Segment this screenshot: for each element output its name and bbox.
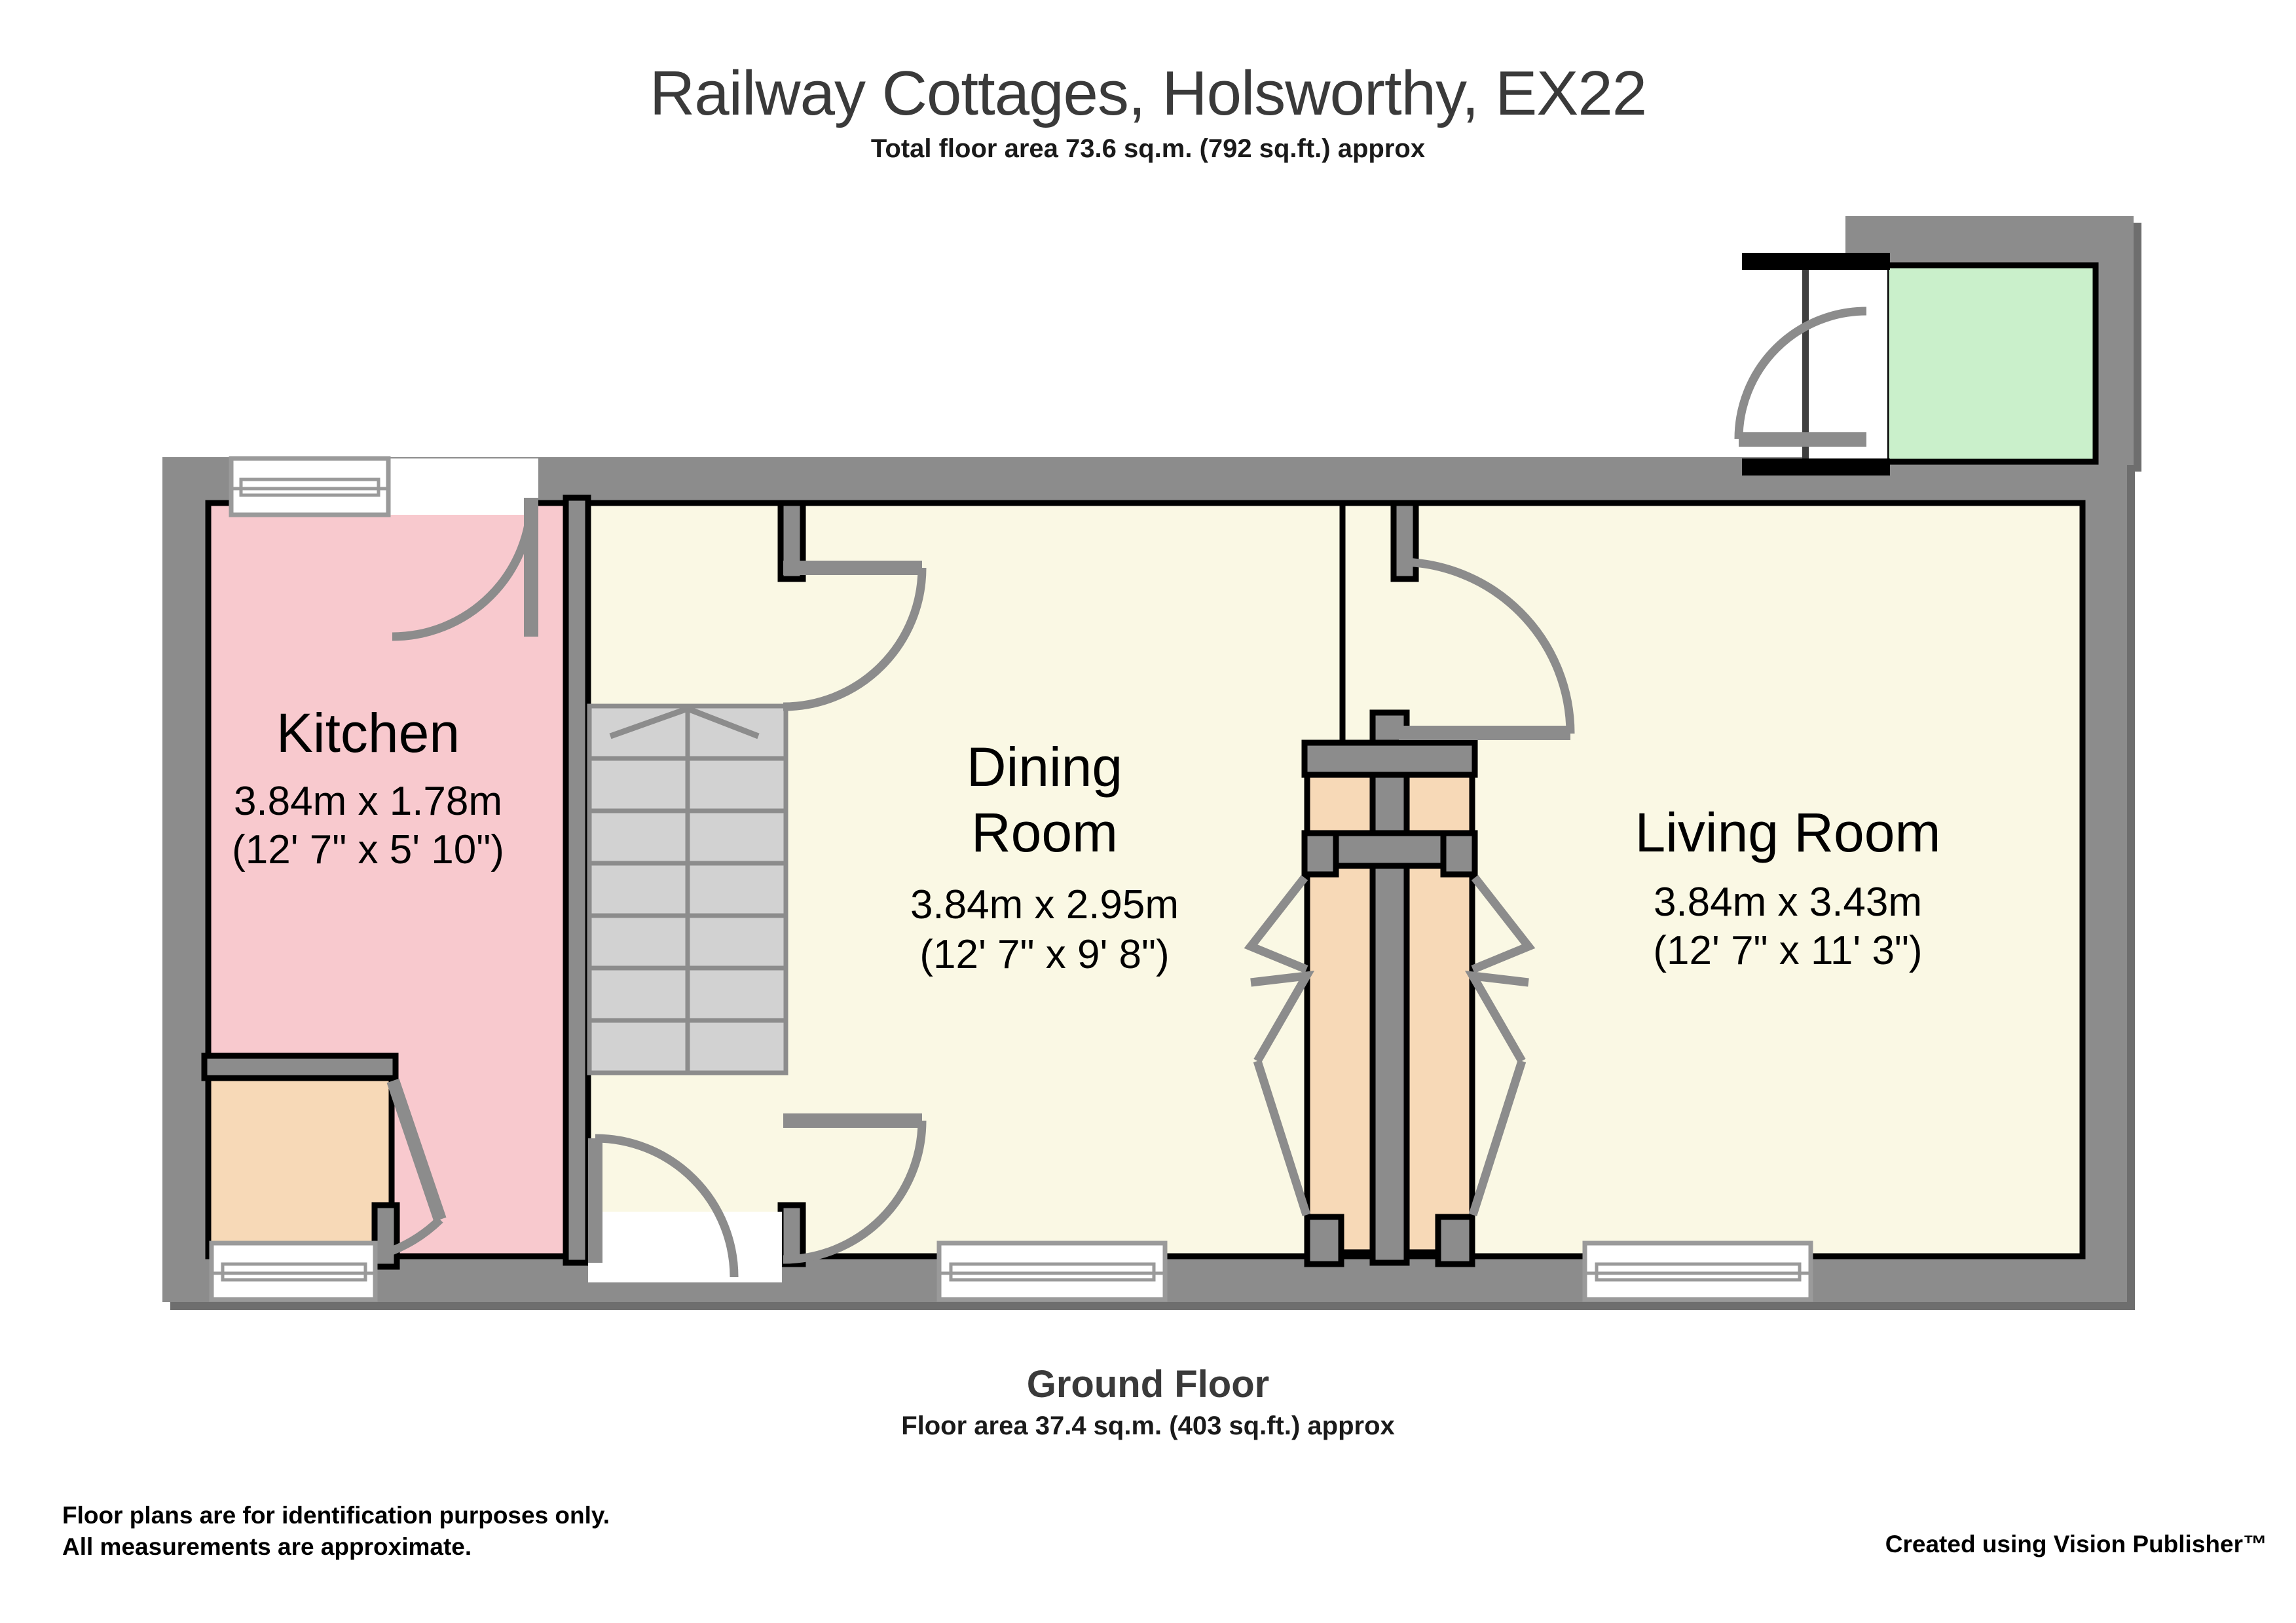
room-porch [1883, 262, 2099, 465]
label-living: Living Room 3.84m x 3.43m (12' 7" x 11' … [1635, 802, 1941, 973]
window-alcove-south [209, 1241, 378, 1302]
label-kitchen: Kitchen 3.84m x 1.78m (12' 7" x 5' 10") [232, 702, 504, 872]
door-kitchen-north [390, 458, 538, 641]
dining-name-line2: Room [971, 802, 1118, 863]
kitchen-alcove [205, 1071, 395, 1259]
door-living-nw [1398, 557, 1575, 740]
living-dim-imperial: (12' 7" x 11' 3") [1653, 928, 1922, 973]
kitchen-dim-imperial: (12' 7" x 5' 10") [232, 827, 504, 872]
credit-text: Created using Vision Publisher™ [1885, 1531, 2267, 1558]
page-title: Railway Cottages, Holsworthy, EX22 [649, 58, 1647, 128]
dining-dim-metric: 3.84m x 2.95m [910, 882, 1179, 927]
internal-walls [201, 494, 1419, 1270]
window-dining-south [936, 1241, 1168, 1302]
porch-door [1734, 307, 1867, 447]
window-living-south [1582, 1241, 1813, 1302]
disclaimer-line-1: Floor plans are for identification purpo… [62, 1502, 610, 1529]
label-dining: Dining Room 3.84m x 2.95m (12' 7" x 9' 8… [910, 736, 1179, 977]
door-kitchen-alcove [386, 1078, 447, 1256]
dining-dim-imperial: (12' 7" x 9' 8") [919, 932, 1169, 977]
door-front-entrance [588, 1134, 782, 1282]
kitchen-name: Kitchen [276, 702, 460, 764]
disclaimer: Floor plans are for identification purpo… [62, 1500, 610, 1563]
door-dining-nw [783, 561, 927, 711]
porch-door-jamb [1802, 262, 1809, 465]
floor-area-text: Floor area 37.4 sq.m. (403 sq.ft.) appro… [901, 1411, 1395, 1440]
window-kitchen-north [229, 456, 391, 517]
staircase [587, 703, 788, 1075]
living-dim-metric: 3.84m x 3.43m [1654, 880, 1922, 925]
dining-name-line1: Dining [967, 736, 1122, 798]
floor-label: Ground Floor [1026, 1363, 1270, 1406]
living-name: Living Room [1635, 802, 1941, 863]
disclaimer-line-2: All measurements are approximate. [62, 1533, 472, 1561]
porch-wall-stubs [1742, 253, 1890, 476]
chimney-breast [1244, 709, 1536, 1267]
kitchen-dim-metric: 3.84m x 1.78m [234, 779, 502, 824]
porch-door-reveal [1807, 265, 1887, 462]
door-dining-sw [783, 1113, 927, 1264]
total-floor-area-text: Total floor area 73.6 sq.m. (792 sq.ft.)… [870, 134, 1426, 163]
